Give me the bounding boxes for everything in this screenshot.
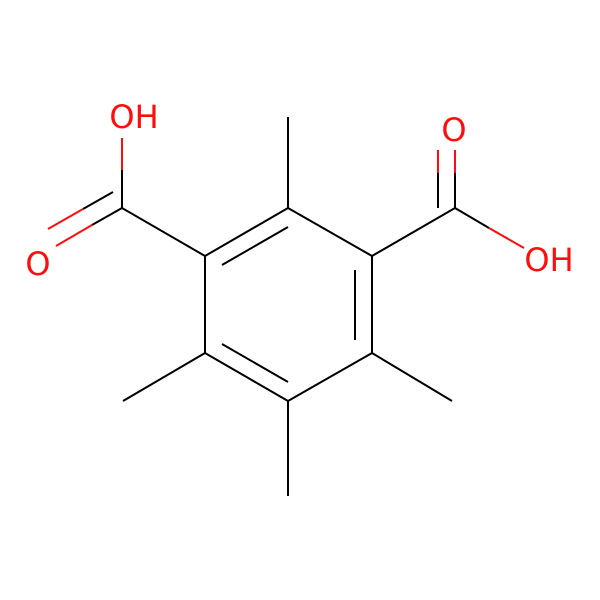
atom-label-o-right: O [441, 111, 466, 149]
ring-bond-3 [287, 352, 373, 402]
right-oh-bond-red [488, 227, 525, 249]
left-co-bond-2-red [47, 208, 84, 230]
bonds [47, 117, 525, 496]
left-co-bond-1-red [55, 224, 93, 247]
ring-inner-bond-2 [221, 343, 289, 383]
atom-label-oh-left: OH [109, 98, 158, 136]
ring-bond-4 [204, 352, 289, 402]
methyl-bond-right [371, 352, 453, 402]
atom-labels: OH O O OH [25, 98, 573, 283]
methyl-bond-left [122, 352, 206, 402]
left-carboxyl-c-bond [121, 207, 206, 257]
right-carboxyl-c-bond [371, 207, 456, 257]
ring-inner-bond-3 [221, 226, 289, 266]
left-co-bond-2-black [82, 191, 114, 210]
atom-label-oh-right: OH [524, 241, 573, 279]
right-oh-bond-black [454, 207, 490, 229]
ring-bond-6 [204, 207, 289, 257]
ring-bond-1 [287, 207, 373, 257]
left-co-bond-1-black [91, 207, 123, 226]
atom-label-o-left: O [25, 245, 50, 283]
